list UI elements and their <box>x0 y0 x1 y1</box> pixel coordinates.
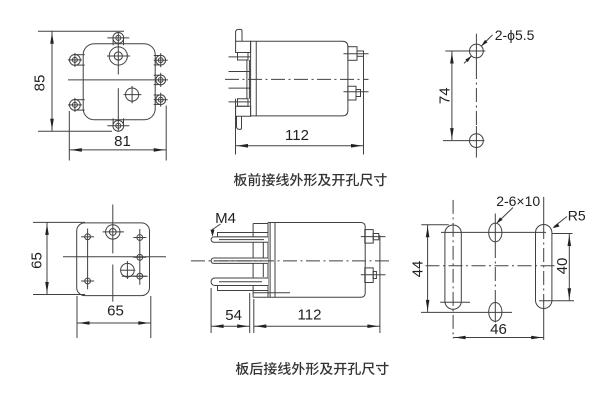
svg-text:R5: R5 <box>568 208 586 224</box>
svg-text:112: 112 <box>298 307 322 324</box>
svg-text:65: 65 <box>107 303 124 320</box>
svg-text:54: 54 <box>225 307 242 324</box>
svg-text:112: 112 <box>285 127 309 144</box>
svg-text:40: 40 <box>554 258 571 275</box>
svg-text:44: 44 <box>410 261 427 278</box>
svg-text:65: 65 <box>29 252 46 269</box>
svg-text:81: 81 <box>114 133 131 150</box>
svg-text:M4: M4 <box>215 210 236 227</box>
svg-text:2-ϕ5.5: 2-ϕ5.5 <box>495 27 535 43</box>
svg-text:74: 74 <box>437 87 454 104</box>
svg-text:2-6×10: 2-6×10 <box>496 193 540 209</box>
svg-text:85: 85 <box>32 75 49 92</box>
svg-text:46: 46 <box>490 321 507 338</box>
